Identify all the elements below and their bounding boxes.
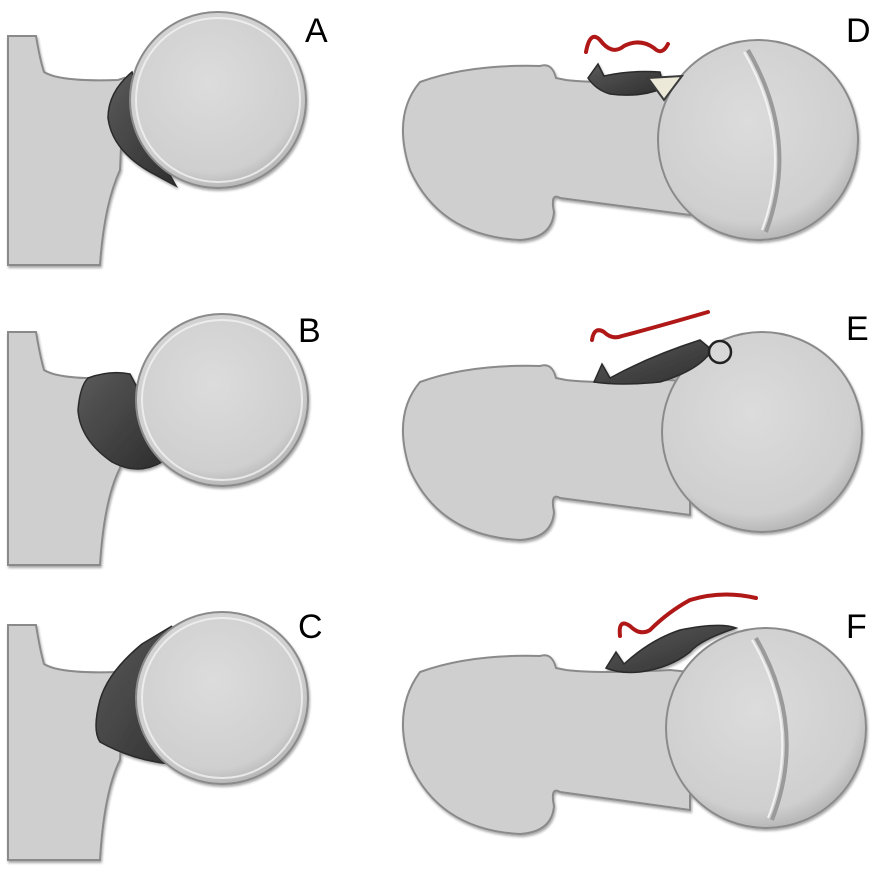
panel-e	[401, 331, 863, 542]
panel-d	[401, 39, 859, 242]
panel-letter-b: B	[298, 312, 321, 350]
femoral-head	[665, 627, 867, 829]
panel-letter-f: F	[846, 608, 867, 646]
panel-a	[7, 11, 307, 266]
panel-letter-c: C	[298, 608, 323, 646]
femoral-head	[129, 11, 307, 189]
triangle-marker	[646, 74, 685, 102]
head-ridge	[746, 49, 782, 233]
femur-neck-body	[401, 654, 691, 836]
femoral-head	[661, 331, 863, 533]
head-rim	[141, 617, 303, 779]
circle-marker	[707, 339, 733, 365]
dark-lesion	[592, 339, 713, 385]
head-ridge-highlight	[743, 51, 776, 231]
panel-letter-a: A	[305, 12, 328, 50]
red-line	[617, 592, 758, 638]
dark-lesion	[587, 62, 665, 96]
femoral-head	[135, 313, 309, 487]
femur-neck-body	[401, 64, 691, 242]
head-ridge	[754, 637, 789, 821]
red-line	[584, 35, 670, 54]
head-ridge-highlight	[751, 639, 784, 819]
femur-shaft	[7, 624, 126, 861]
femoral-head	[135, 611, 309, 785]
femur-shaft	[7, 35, 126, 266]
panel-f	[401, 624, 867, 836]
head-rim	[141, 319, 303, 481]
head-rim	[135, 17, 301, 183]
panel-letter-e: E	[846, 310, 869, 348]
panel-letter-d: D	[846, 12, 871, 50]
dark-lesion	[604, 624, 739, 674]
red-line	[590, 310, 710, 342]
panel-c	[7, 611, 309, 861]
panel-b	[7, 313, 309, 566]
femoral-head	[657, 39, 859, 241]
femur-neck-body	[401, 364, 691, 542]
